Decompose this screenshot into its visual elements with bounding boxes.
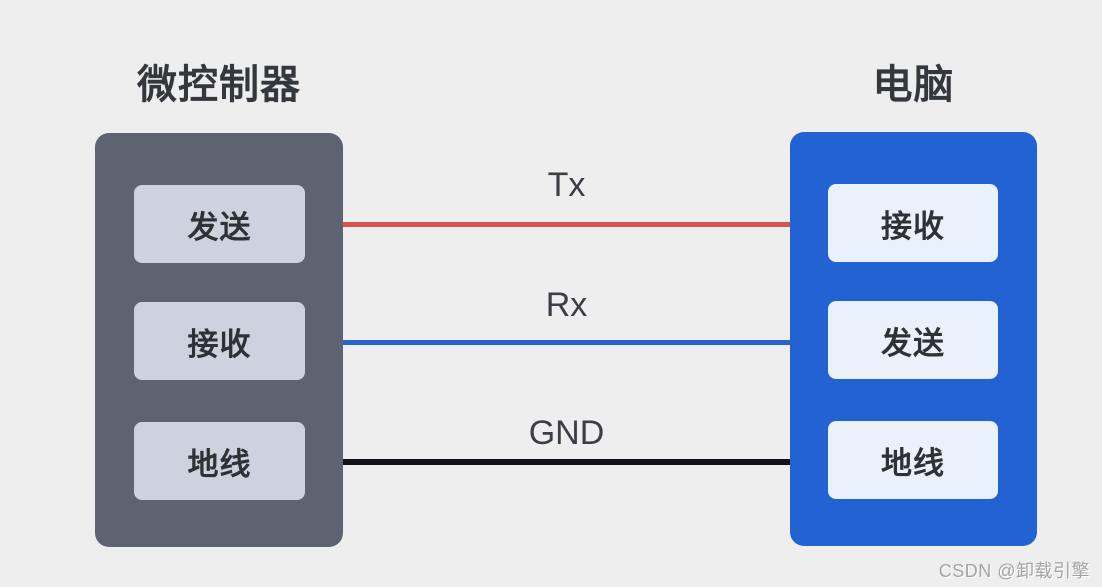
- csdn-watermark: CSDN @卸载引擎: [938, 561, 1090, 581]
- pin-label: 接收: [881, 208, 945, 244]
- pin-label: 地线: [187, 446, 252, 482]
- computer-box: 接收 发送 地线: [790, 132, 1037, 546]
- computer-title: 电脑: [872, 63, 955, 107]
- rx-wire: [343, 340, 790, 345]
- gnd-wire-label: GND: [528, 414, 605, 452]
- mcu-pin-receive: 接收: [134, 302, 305, 380]
- microcontroller-box: 发送 接收 地线: [95, 133, 343, 547]
- mcu-pin-send: 发送: [134, 185, 305, 263]
- rx-wire-label: Rx: [545, 286, 588, 324]
- pin-label: 发送: [187, 209, 252, 245]
- gnd-wire: [343, 459, 790, 465]
- tx-wire-label: Tx: [547, 166, 586, 204]
- mcu-pin-ground: 地线: [134, 422, 305, 500]
- pc-pin-receive: 接收: [828, 184, 998, 262]
- pin-label: 接收: [187, 326, 252, 362]
- pc-pin-ground: 地线: [828, 421, 998, 499]
- pc-pin-send: 发送: [828, 301, 998, 379]
- tx-wire: [343, 222, 790, 227]
- pin-label: 地线: [881, 445, 945, 481]
- microcontroller-title: 微控制器: [137, 63, 301, 107]
- pin-label: 发送: [881, 325, 945, 361]
